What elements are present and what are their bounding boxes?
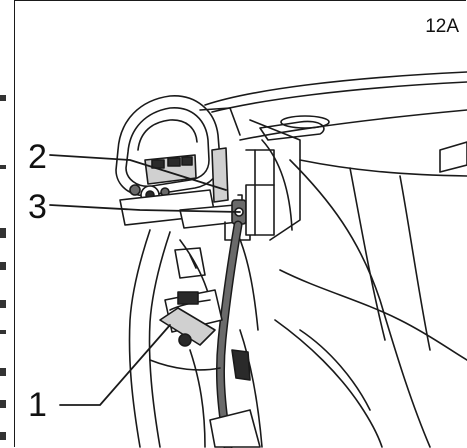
page-edge-mark [0, 228, 6, 238]
leader-line-2 [49, 154, 227, 191]
leader-line-3 [49, 204, 241, 213]
leader-lines [49, 154, 241, 406]
callout-2: 2 [28, 138, 47, 176]
page-edge-mark [0, 330, 6, 334]
leader-line-1 [59, 324, 171, 406]
page-edge-mark [0, 165, 6, 169]
figure-id-label: 12A [425, 16, 459, 37]
callout-1: 1 [28, 386, 47, 424]
page-edge-mark [0, 400, 6, 408]
support-structure [128, 229, 263, 448]
body-shell [204, 71, 467, 448]
callout-3: 3 [28, 188, 47, 226]
figure-frame [14, 0, 466, 447]
page-edge-mark [0, 368, 6, 376]
page-edge-mark [0, 300, 6, 308]
page-edge-mark [0, 95, 6, 101]
hose [215, 220, 243, 448]
page-edge-mark [0, 262, 6, 270]
page-edge-mark [0, 432, 6, 440]
